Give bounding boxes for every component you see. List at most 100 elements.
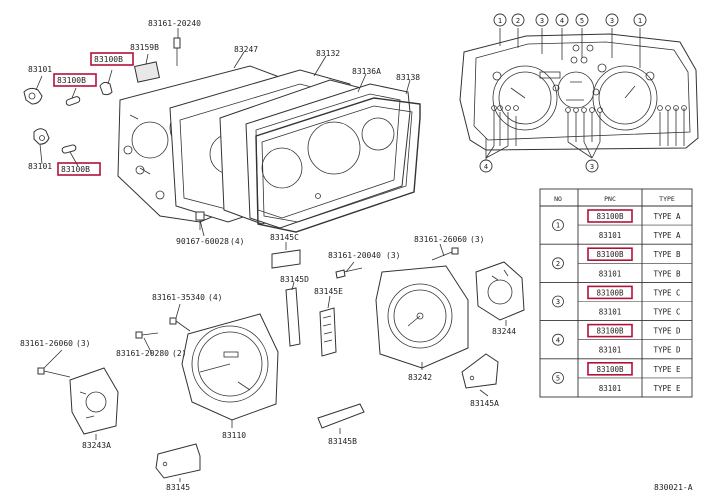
callout-number: 1 xyxy=(638,17,642,25)
row-pnc[interactable]: 83100B xyxy=(596,288,624,297)
qty-20280: (2) xyxy=(172,349,186,358)
label-83101-bottom[interactable]: 83101 xyxy=(28,162,52,171)
label-83100B-a[interactable]: 83100B xyxy=(57,76,86,85)
printed-sheet-83145[interactable] xyxy=(155,443,201,479)
tachometer-83242[interactable] xyxy=(375,265,469,369)
row-pnc[interactable]: 83100B xyxy=(596,250,624,259)
callout-number: 3 xyxy=(590,163,594,171)
label-83100B-b[interactable]: 83100B xyxy=(94,55,123,64)
row-pnc[interactable]: 83100B xyxy=(596,212,624,221)
callout-number: 5 xyxy=(580,17,584,25)
screw-83161-26060-a[interactable] xyxy=(431,247,459,261)
qty-20040: (3) xyxy=(386,251,400,260)
bulb-bottom[interactable] xyxy=(61,144,77,154)
label-83145B[interactable]: 83145B xyxy=(328,437,357,446)
label-83132[interactable]: 83132 xyxy=(316,49,340,58)
label-83136A[interactable]: 83136A xyxy=(352,67,381,76)
callout-number: 3 xyxy=(540,17,544,25)
meter-screw-clip[interactable] xyxy=(173,37,181,66)
printed-sheet-83145D[interactable] xyxy=(285,287,301,347)
callout-number: 1 xyxy=(498,17,502,25)
callout-circle: 4 xyxy=(479,159,493,173)
label-83145[interactable]: 83145 xyxy=(166,483,190,492)
highlight-box-83100B-b xyxy=(90,52,134,66)
table-row: 83101 TYPE E xyxy=(578,377,692,393)
label-83138[interactable]: 83138 xyxy=(396,73,420,82)
bulb-socket-bottom[interactable] xyxy=(33,128,50,145)
label-83101-top[interactable]: 83101 xyxy=(28,65,52,74)
label-83242[interactable]: 83242 xyxy=(408,373,432,382)
row-number: 5 xyxy=(556,375,560,383)
qty-35340: (4) xyxy=(208,293,222,302)
speedometer-83110[interactable] xyxy=(181,313,279,421)
row-type: TYPE A xyxy=(653,231,681,240)
row-pnc[interactable]: 83100B xyxy=(596,327,624,336)
callout-circle: 3 xyxy=(605,13,619,27)
row-number-circle xyxy=(552,371,564,384)
row-pnc[interactable]: 83101 xyxy=(599,384,622,393)
label-83244[interactable]: 83244 xyxy=(492,327,516,336)
qty-26060-b: (3) xyxy=(76,339,90,348)
printed-sheet-83145C[interactable] xyxy=(271,249,301,269)
bulb-socket-top[interactable] xyxy=(23,87,43,105)
row-pnc[interactable]: 83101 xyxy=(599,308,622,317)
row-pnc[interactable]: 83100B xyxy=(596,365,624,374)
callout-number: 4 xyxy=(484,163,488,171)
lamp-dot xyxy=(497,105,503,111)
row-type: TYPE B xyxy=(653,250,681,259)
label-83100B-c[interactable]: 83100B xyxy=(61,165,90,174)
screw-83161-20040[interactable] xyxy=(335,267,363,279)
callout-circle: 5 xyxy=(575,13,589,27)
bulb-top[interactable] xyxy=(65,96,81,106)
screw-83161-20280[interactable] xyxy=(135,331,159,339)
gauge-83243A[interactable] xyxy=(69,367,119,435)
label-83161-20040[interactable]: 83161-20040 xyxy=(328,251,381,260)
label-83247[interactable]: 83247 xyxy=(234,45,258,54)
row-pnc[interactable]: 83101 xyxy=(599,346,622,355)
meter-connector-block[interactable] xyxy=(133,61,161,83)
fuel-temp-gauge-83244[interactable] xyxy=(475,261,525,321)
row-pnc[interactable]: 83101 xyxy=(599,231,622,240)
label-83145E[interactable]: 83145E xyxy=(314,287,343,296)
row-number-circle xyxy=(552,257,564,270)
meter-hood[interactable] xyxy=(245,83,411,229)
label-83110[interactable]: 83110 xyxy=(222,431,246,440)
callout-circle: 3 xyxy=(535,13,549,27)
meter-front-view xyxy=(459,28,699,166)
screw-83161-35340[interactable] xyxy=(169,317,191,332)
row-number: 3 xyxy=(556,298,560,306)
meter-mount-screw[interactable] xyxy=(195,211,205,230)
printed-sheet-83145B[interactable] xyxy=(317,403,365,429)
label-83145C[interactable]: 83145C xyxy=(270,233,299,242)
row-number: 4 xyxy=(556,336,560,344)
qty-90167: (4) xyxy=(230,237,244,246)
printed-sheet-83145E[interactable] xyxy=(319,307,337,357)
lamp-dot xyxy=(513,105,519,111)
table-row: 83101 TYPE A xyxy=(578,224,692,240)
label-83161-35340[interactable]: 83161-35340 xyxy=(152,293,205,302)
row-pnc[interactable]: 83101 xyxy=(599,269,622,278)
label-83145D[interactable]: 83145D xyxy=(280,275,309,284)
printed-sheet-83145A[interactable] xyxy=(461,353,499,389)
label-83161-26060-b[interactable]: 83161-26060 xyxy=(20,339,73,348)
label-83161-20280[interactable]: 83161-20280 xyxy=(116,349,169,358)
screw-83161-26060-b[interactable] xyxy=(37,367,71,378)
callout-number: 2 xyxy=(516,17,520,25)
label-83161-26060-a[interactable]: 83161-26060 xyxy=(414,235,467,244)
row-type: TYPE E xyxy=(653,384,681,393)
callout-number: 4 xyxy=(560,17,564,25)
label-83243A[interactable]: 83243A xyxy=(82,441,111,450)
label-90167[interactable]: 90167-60028 xyxy=(176,237,229,246)
table-header-pnc: PNC xyxy=(604,195,616,203)
label-83159B[interactable]: 83159B xyxy=(130,43,159,52)
meter-glass[interactable] xyxy=(255,97,421,233)
bulb-socket-small[interactable] xyxy=(99,81,113,96)
label-83145A[interactable]: 83145A xyxy=(470,399,499,408)
label-83161-20240[interactable]: 83161-20240 xyxy=(148,19,201,28)
